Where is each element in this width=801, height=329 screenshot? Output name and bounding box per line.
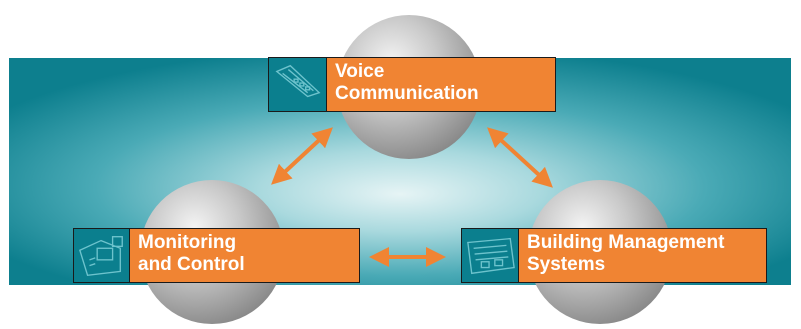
circuit-board-icon xyxy=(461,228,520,283)
node-monitoring-and-control: Monitoring and Control xyxy=(129,228,360,283)
arrow-voice-monitoring xyxy=(271,127,333,185)
voice-label-line1: Voice xyxy=(335,61,385,82)
control-panel-icon xyxy=(73,228,131,283)
node-building-management-systems: Building Management Systems xyxy=(518,228,767,283)
building-label-line1: Building Management xyxy=(527,232,725,253)
node-voice-communication: Voice Communication xyxy=(326,57,556,112)
phone-handset-icon xyxy=(268,57,328,112)
voice-label-line2: Communication xyxy=(335,83,479,104)
monitoring-label-line1: Monitoring xyxy=(138,232,237,253)
arrow-voice-building xyxy=(487,127,553,188)
monitoring-label-line2: and Control xyxy=(138,254,245,275)
building-label-line2: Systems xyxy=(527,254,606,275)
